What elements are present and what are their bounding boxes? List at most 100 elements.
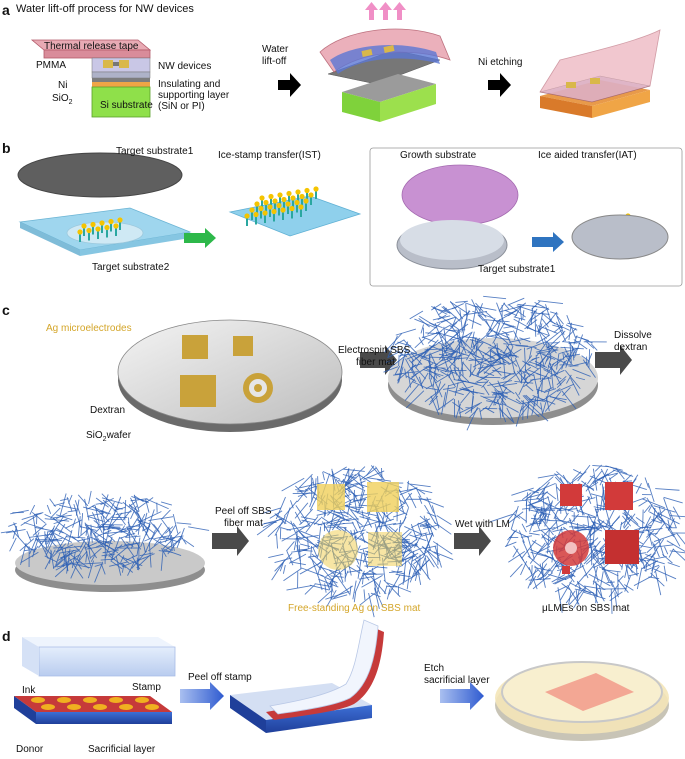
fiber-strand <box>55 553 61 566</box>
fiber-strand <box>549 369 565 377</box>
fiber-strand <box>502 351 518 367</box>
fiber-strand <box>73 557 82 570</box>
fiber-strand <box>546 530 550 554</box>
fiber-strand <box>519 554 531 571</box>
fiber-strand <box>327 523 345 527</box>
panel-a-liftoff <box>319 2 451 122</box>
fiber-strand <box>450 339 463 358</box>
fiber-strand <box>568 322 572 341</box>
fiber-strand <box>493 393 497 406</box>
fiber-strand <box>44 549 56 570</box>
fiber-strand <box>569 342 572 364</box>
fiber-strand <box>330 466 348 477</box>
fiber-strand <box>431 303 442 311</box>
d-donor: Donor <box>16 744 44 755</box>
fiber-strand <box>79 526 97 531</box>
fiber-strand <box>472 310 494 319</box>
fiber-strand <box>9 537 17 552</box>
fiber-strand <box>76 542 87 561</box>
fiber-strand <box>469 367 477 378</box>
fiber-strand <box>554 515 559 530</box>
fiber-strand <box>116 528 130 536</box>
fiber-strand <box>417 570 422 585</box>
fiber-strand <box>356 520 361 530</box>
fiber-strand <box>309 485 318 508</box>
fiber-strand <box>450 346 460 358</box>
fiber-strand <box>511 529 530 539</box>
c-electrospin-1: Electrospin SBS <box>338 345 411 356</box>
fiber-strand <box>424 522 432 529</box>
fiber-strand <box>386 582 412 593</box>
fiber-strand <box>545 354 552 362</box>
fiber-strand <box>418 337 424 346</box>
fiber-strand <box>460 388 485 395</box>
fiber-strand <box>84 542 98 549</box>
fiber-strand <box>397 364 417 381</box>
lm-electrodes <box>553 482 639 574</box>
fiber-strand <box>488 317 496 332</box>
fiber-strand <box>284 507 291 525</box>
fiber-strand <box>558 562 565 577</box>
fiber-strand <box>573 527 590 531</box>
b-target-2: Target substrate2 <box>92 262 170 273</box>
fiber-strand <box>490 350 510 364</box>
fiber-strand <box>535 348 551 353</box>
fiber-strand <box>357 553 363 579</box>
fiber-strand <box>645 562 648 572</box>
b-target-1: Target substrate1 <box>116 146 194 157</box>
fiber-strand <box>590 343 598 351</box>
nanowire-tip <box>86 227 92 234</box>
fiber-strand <box>540 507 546 521</box>
nanowire-tip <box>272 198 278 204</box>
fiber-strand <box>20 515 38 526</box>
fiber-strand <box>477 354 485 378</box>
fiber-strand <box>544 391 562 412</box>
fiber-strand <box>598 518 619 533</box>
fiber-strand <box>529 505 546 510</box>
fiber-strand <box>471 373 488 381</box>
nanowire-tip <box>262 210 268 216</box>
fiber-strand <box>569 582 591 594</box>
fiber-strand <box>334 513 350 522</box>
fiber-strand <box>427 322 441 335</box>
fiber-strand <box>11 529 30 550</box>
fiber-strand <box>508 337 531 343</box>
fiber-strand <box>394 350 408 358</box>
c-wet: Wet with LM <box>455 519 510 530</box>
fiber-strand <box>518 376 529 396</box>
fiber-strand <box>477 381 488 384</box>
fiber-strand <box>357 473 372 484</box>
fiber-strand <box>366 465 375 476</box>
fiber-strand <box>468 358 485 361</box>
nanowire-tip <box>289 205 295 212</box>
fiber-strand <box>562 386 571 397</box>
nanowire-tip <box>304 187 310 194</box>
fiber-strand <box>528 509 551 516</box>
fiber-strand <box>515 398 523 405</box>
fiber-strand <box>542 556 550 564</box>
fiber-strand <box>503 360 506 377</box>
fiber-strand <box>533 504 552 524</box>
a-insulating-1: Insulating and <box>158 79 221 90</box>
fiber-strand <box>587 514 596 527</box>
fiber-strand <box>455 403 461 419</box>
fiber-strand <box>310 475 313 502</box>
fiber-strand <box>29 504 36 515</box>
fiber-strand <box>577 523 579 533</box>
fiber-strand <box>469 363 472 377</box>
fiber-strand <box>529 549 554 560</box>
fiber-strand <box>426 512 437 518</box>
fiber-strand <box>361 532 366 543</box>
fiber-strand <box>551 358 562 366</box>
d-sacrificial: Sacrificial layer <box>88 744 156 755</box>
fiber-strand <box>100 515 106 531</box>
fiber-strand <box>469 339 484 344</box>
fiber-strand <box>404 526 422 535</box>
fiber-strand <box>614 592 618 608</box>
fiber-strand <box>90 554 96 562</box>
fiber-strand <box>478 303 483 312</box>
fiber-strand <box>635 516 645 524</box>
fiber-strand <box>300 530 319 539</box>
fiber-strand <box>605 465 623 471</box>
fiber-strand <box>296 481 314 503</box>
